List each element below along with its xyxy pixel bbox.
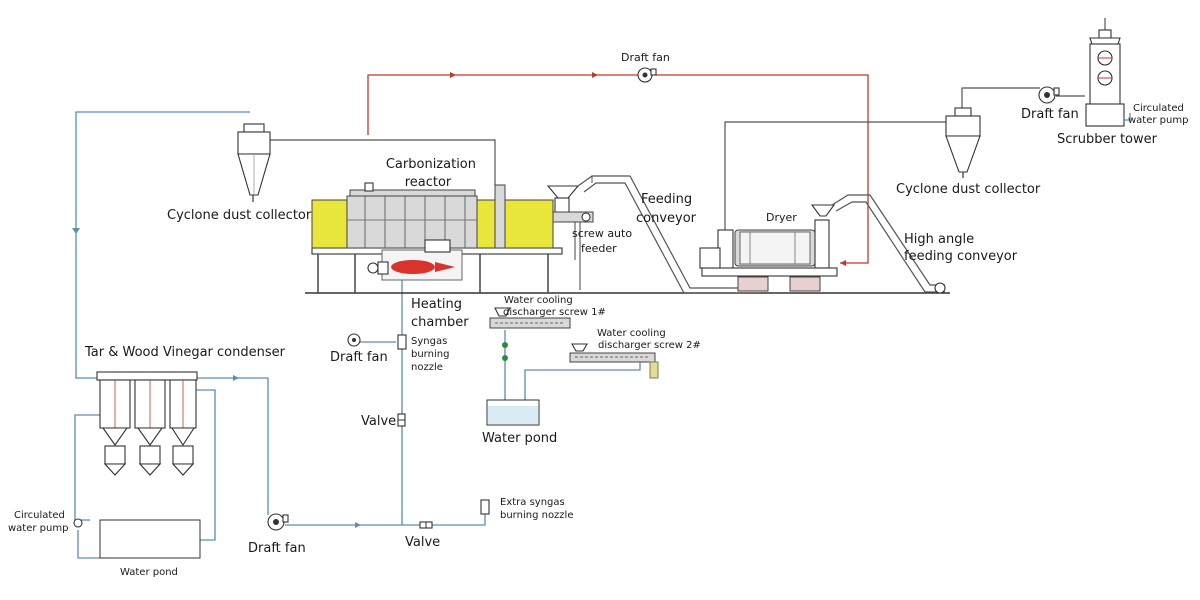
valve-mid-icon [397,413,406,427]
label-circulated-pump-right: Circulated water pump [1128,103,1188,126]
draft-fan-mid-icon [347,333,361,347]
pipe-condenser-to-fan [195,375,269,515]
label-water-pond-center: Water pond [482,431,557,446]
label-high-angle-conveyor: High angle feeding conveyor [904,232,1018,264]
valve-bottom-icon [419,521,433,529]
label-draft-fan-bottom: Draft fan [248,541,306,556]
label-draft-fan-mid: Draft fan [330,350,388,365]
tar-wood-vinegar-condenser [96,371,198,476]
label-syngas-nozzle: Syngas burning nozzle [411,336,453,373]
circulated-water-pump-left-icon [73,518,83,528]
label-carbonization-reactor: Carbonization reactor [386,157,480,190]
scrubber-tower [1085,18,1131,127]
draft-fan-right-icon [1038,86,1060,104]
label-tar-condenser: Tar & Wood Vinegar condenser [84,345,286,360]
label-dryer: Dryer [766,211,797,224]
draft-fan-bottom-icon [267,513,289,531]
rotary-dryer [699,204,838,292]
extra-syngas-nozzle-icon [480,499,490,515]
pipe-dryer-to-cyclone [724,121,948,230]
pipe-reactor-to-cyclone [265,139,496,185]
feeding-conveyor [577,175,760,294]
label-water-cooling-1: Water cooling discharger screw 1# [503,295,606,318]
label-cyclone-right: Cyclone dust collector [896,182,1041,197]
label-water-pond-left: Water pond [120,567,178,578]
label-draft-fan-top: Draft fan [621,51,670,64]
water-cooling-discharger-2 [569,343,659,379]
label-draft-fan-right: Draft fan [1021,107,1079,122]
label-screw-auto-feeder: screw auto feeder [572,227,636,255]
screw-auto-feeder [546,185,594,290]
pipe-pond-loop [504,330,641,400]
syngas-burning-nozzle [397,334,407,350]
high-angle-conveyor [831,194,946,294]
label-feeding-conveyor: Feeding conveyor [636,192,697,226]
pipe-hot-gas-loop [367,72,869,266]
label-extra-syngas: Extra syngas burning nozzle [500,497,574,521]
pipe-cyclone-to-condenser [72,111,250,379]
label-water-cooling-2: Water cooling discharger screw 2# [597,328,701,351]
water-pond-center [486,399,540,426]
pipe-cyclone-to-scrubber [961,87,1085,108]
cyclone-dust-collector-right [945,107,981,178]
label-cyclone-left: Cyclone dust collector [167,208,312,223]
label-valve-mid: Valve [361,414,396,429]
pipe-syngas-main [285,265,486,528]
water-pond-left [99,519,201,559]
pipe-condenser-water-loop [74,389,216,559]
label-heating-chamber: Heating chamber [411,297,469,330]
label-valve-bottom: Valve [405,535,440,550]
cyclone-dust-collector-left [237,123,271,202]
label-circulated-pump-left: Circulated water pump [8,510,68,534]
burner-flame [391,260,455,274]
label-scrubber-tower: Scrubber tower [1057,132,1158,147]
draft-fan-top-icon [637,67,657,83]
water-cooling-discharger-1 [489,307,571,361]
